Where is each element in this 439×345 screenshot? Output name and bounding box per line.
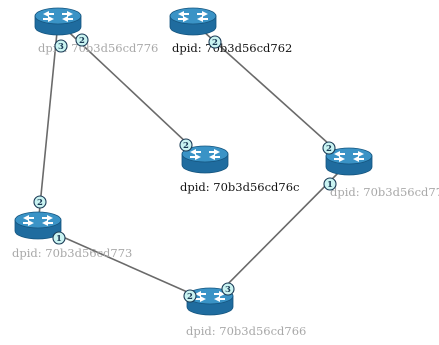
router-arrows-icon: [190, 149, 220, 160]
switch-node-cd773[interactable]: [14, 211, 62, 240]
port-badge-cd776-2: 2: [75, 33, 89, 47]
port-badge-cd776-3: 3: [54, 39, 68, 53]
router-icon: [186, 287, 234, 316]
switch-label-cd76c: dpid: 70b3d56cd76c: [180, 180, 299, 194]
router-icon: [325, 147, 373, 176]
link-cd773-cd766: [37, 225, 211, 303]
port-badge-cd778-1: 1: [323, 177, 337, 191]
switch-label-cd778: dpid: 70b3d56cd778: [330, 185, 439, 199]
switch-label-cd762: dpid: 70b3d56cd762: [172, 41, 292, 55]
ports-layer: 3 2 2 2 2 2 1 2 3 1: [33, 33, 337, 303]
port-badge-cd766-3: 3: [221, 282, 235, 296]
router-icon: [14, 211, 62, 240]
port-badge-cd773-1: 1: [52, 231, 66, 245]
switch-node-cd776[interactable]: [34, 7, 82, 36]
switch-node-cd778[interactable]: [325, 147, 373, 176]
switch-node-cd76c[interactable]: [181, 145, 229, 174]
port-number: 2: [326, 144, 332, 154]
nodes-layer: [14, 7, 373, 316]
port-badge-cd76c-2: 2: [179, 138, 193, 152]
router-top: [169, 7, 217, 25]
router-arrows-icon: [334, 151, 364, 162]
port-number: 3: [58, 42, 64, 52]
router-top: [14, 211, 62, 229]
port-badge-cd778-2: 2: [322, 141, 336, 155]
router-icon: [34, 7, 82, 36]
port-number: 2: [212, 38, 218, 48]
port-number: 2: [79, 36, 85, 46]
router-arrows-icon: [23, 215, 53, 226]
switch-node-cd762[interactable]: [169, 7, 217, 36]
router-arrows-icon: [178, 11, 208, 22]
switch-label-cd776: dpid: 70b3d56cd776: [38, 41, 158, 55]
switch-node-cd766[interactable]: [186, 287, 234, 316]
port-number: 1: [327, 180, 333, 190]
router-arrows-icon: [43, 11, 73, 22]
switch-label-cd766: dpid: 70b3d56cd766: [186, 324, 306, 338]
link-cd776-cd773: [37, 21, 59, 227]
labels-layer: dpid: 70b3d56cd776 dpid: 70b3d56cd762 dpid…: [12, 41, 439, 338]
port-badge-cd762-2: 2: [208, 35, 222, 49]
router-arrows-icon: [195, 291, 225, 302]
port-number: 2: [37, 198, 43, 208]
router-icon: [169, 7, 217, 36]
port-number: 3: [225, 285, 231, 295]
port-badge-cd766-2: 2: [183, 289, 197, 303]
port-number: 2: [183, 141, 189, 151]
port-number: 2: [187, 292, 193, 302]
port-badge-cd773-2: 2: [33, 195, 47, 209]
switch-label-cd773: dpid: 70b3d56cd773: [12, 246, 132, 260]
router-top: [34, 7, 82, 25]
port-number: 1: [56, 234, 62, 244]
router-icon: [181, 145, 229, 174]
